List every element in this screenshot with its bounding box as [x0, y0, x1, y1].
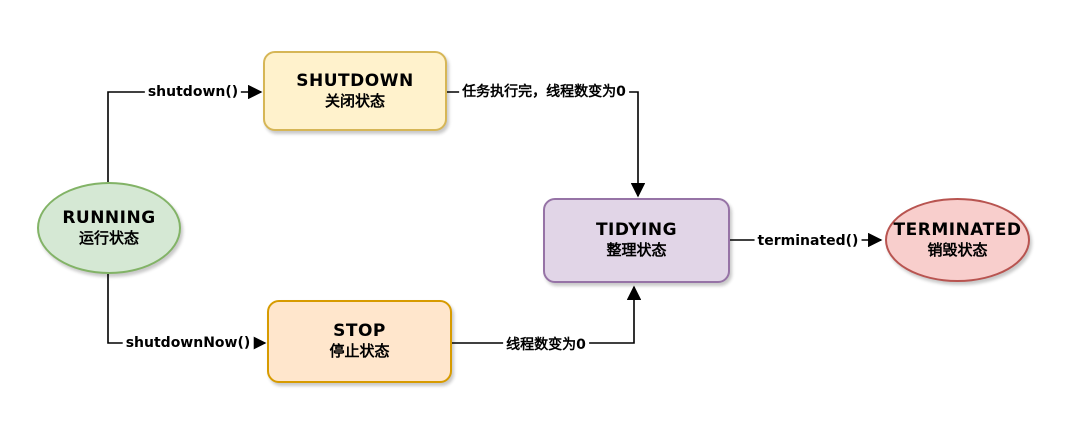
- node-terminated: TERMINATED 销毁状态: [885, 198, 1030, 282]
- node-shutdown-name: SHUTDOWN: [296, 70, 414, 91]
- node-terminated-label-zh: 销毁状态: [927, 240, 988, 259]
- edge-label-threads-zero: 线程数变为0: [503, 334, 589, 354]
- node-shutdown-label-zh: 关闭状态: [324, 91, 385, 110]
- edge-label-shutdown-now-call: shutdownNow(): [122, 335, 254, 351]
- edge-label-tasks-done: 任务执行完，线程数变为0: [459, 81, 629, 101]
- node-tidying-label-zh: 整理状态: [606, 241, 667, 260]
- node-shutdown: SHUTDOWN 关闭状态: [263, 51, 447, 131]
- node-stop-name: STOP: [333, 321, 386, 342]
- node-tidying-name: TIDYING: [595, 220, 678, 241]
- edge-shutdown-to-tidying-arrow: [447, 91, 646, 198]
- node-running: RUNNING 运行状态: [37, 182, 181, 274]
- node-tidying: TIDYING 整理状态: [543, 198, 730, 283]
- node-stop: STOP 停止状态: [267, 300, 452, 383]
- node-stop-label-zh: 停止状态: [329, 342, 390, 361]
- edge-label-shutdown-call: shutdown(): [144, 84, 242, 100]
- edge-running-to-shutdown-arrow: [107, 84, 263, 182]
- node-running-label-zh: 运行状态: [78, 228, 139, 247]
- node-running-name: RUNNING: [62, 207, 156, 228]
- node-terminated-name: TERMINATED: [893, 219, 1022, 240]
- edge-running-to-stop-arrow: [107, 274, 267, 351]
- edge-label-terminated-call: terminated(): [754, 233, 862, 249]
